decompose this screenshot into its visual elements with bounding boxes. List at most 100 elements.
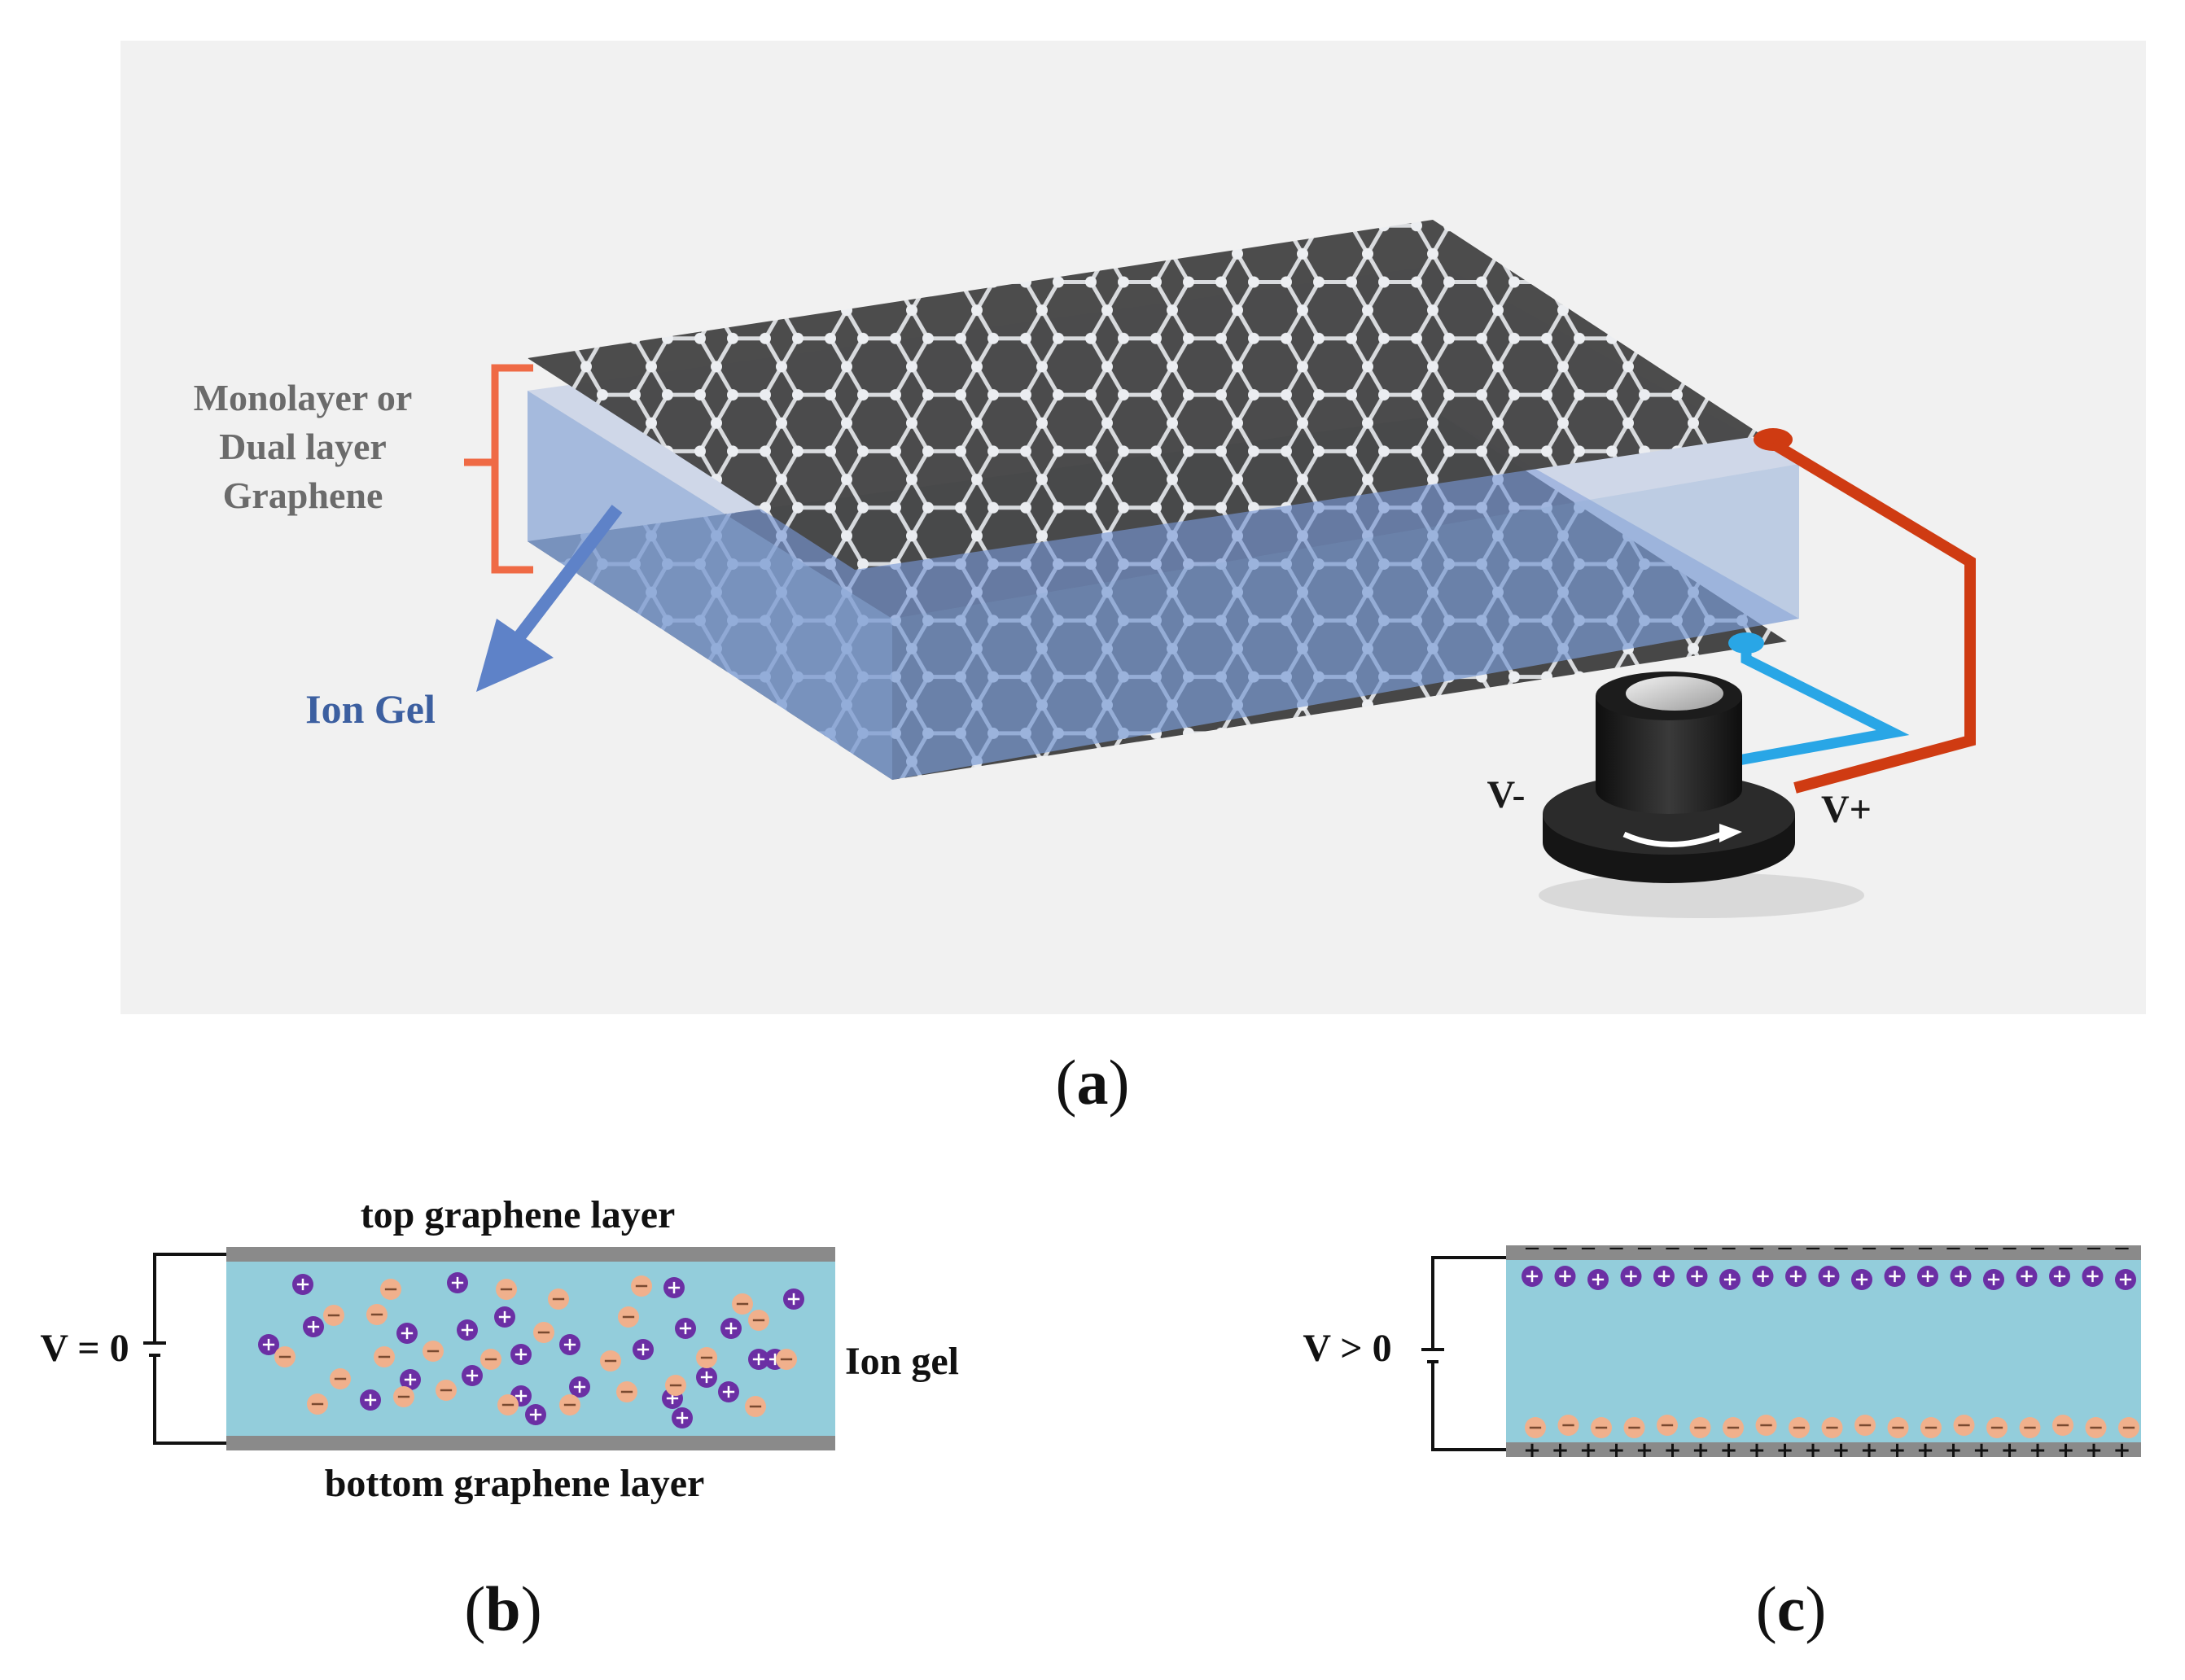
- anion-icon: [2085, 1417, 2107, 1438]
- battery-circuit-c: [1421, 1256, 1506, 1451]
- negative-charge-mark: −: [1776, 1236, 1794, 1261]
- positive-charge-mark: +: [1833, 1438, 1850, 1463]
- blue-wire: [1728, 632, 1910, 767]
- cation-icon: [1587, 1269, 1609, 1290]
- cation-icon: [1917, 1266, 1938, 1287]
- negative-charge-mark: −: [1692, 1236, 1710, 1261]
- anion-icon: [732, 1293, 753, 1315]
- anion-icon: [496, 1279, 517, 1300]
- graphene-label-line-2: Dual layer: [219, 426, 387, 467]
- caption-b-letter: b: [485, 1573, 521, 1644]
- anion-icon: [423, 1341, 444, 1362]
- anion-icon: [323, 1305, 344, 1326]
- caption-b: (b): [464, 1573, 542, 1644]
- voltage-label-b: V = 0: [40, 1327, 129, 1370]
- anion-icon: [1657, 1415, 1678, 1436]
- cation-icon: [494, 1306, 515, 1328]
- cation-icon: [559, 1334, 580, 1355]
- positive-charge-mark: +: [1664, 1438, 1682, 1463]
- cation-icon: [292, 1274, 313, 1295]
- negative-charge-mark: −: [1664, 1236, 1682, 1261]
- anion-icon: [748, 1310, 769, 1331]
- positive-charge-mark: +: [1579, 1438, 1597, 1463]
- anion-icon: [2118, 1417, 2139, 1438]
- negative-charge-mark: −: [1916, 1236, 1934, 1261]
- cation-icon: [1752, 1266, 1774, 1287]
- graphene-bracket: [464, 364, 533, 574]
- cation-icon: [400, 1369, 421, 1390]
- anion-icon: [559, 1394, 580, 1415]
- positive-charge-mark: +: [1635, 1438, 1653, 1463]
- positive-charge-mark: +: [1523, 1438, 1541, 1463]
- negative-charge-mark: −: [2113, 1236, 2131, 1261]
- top-graphene-layer-c: [1506, 1245, 2141, 1260]
- anion-icon: [366, 1304, 388, 1325]
- negative-charge-mark: −: [1608, 1236, 1626, 1261]
- panel-b: top graphene layer bottom graphene layer…: [40, 1193, 959, 1505]
- cation-icon: [1719, 1269, 1741, 1290]
- cation-icon: [462, 1365, 483, 1386]
- bottom-graphene-label: bottom graphene layer: [325, 1462, 705, 1505]
- caption-c-letter: c: [1776, 1573, 1806, 1644]
- cation-icon: [718, 1381, 739, 1402]
- voltage-label-c: V > 0: [1303, 1327, 1391, 1370]
- red-wire: [1754, 428, 1976, 794]
- top-surface-charges-c: −−−−−−−−−−−−−−−−−−−−−−: [1523, 1236, 2130, 1261]
- anion-icon: [1723, 1417, 1744, 1438]
- cation-icon: [1950, 1266, 1972, 1287]
- anion-icon: [380, 1279, 401, 1300]
- negative-charge-mark: −: [2029, 1236, 2047, 1261]
- cation-icon: [1686, 1266, 1708, 1287]
- cation-icon: [510, 1344, 532, 1365]
- anion-icon: [480, 1349, 501, 1370]
- ions-b: [258, 1272, 804, 1428]
- cation-icon: [525, 1404, 546, 1425]
- top-graphene-label: top graphene layer: [361, 1193, 676, 1236]
- anion-icon: [374, 1346, 395, 1367]
- cation-icon: [396, 1323, 418, 1344]
- voltage-knob: [1539, 672, 1864, 918]
- negative-charge-mark: −: [2057, 1236, 2075, 1261]
- negative-charge-mark: −: [2085, 1236, 2103, 1261]
- positive-charge-mark: +: [1889, 1438, 1907, 1463]
- top-graphene-layer-b: [226, 1247, 835, 1262]
- anion-icon: [1821, 1417, 1843, 1438]
- ion-gel-region-c: [1506, 1253, 2141, 1449]
- anion-icon: [1920, 1417, 1942, 1438]
- anion-icon: [307, 1393, 328, 1415]
- graphene-label-line-1: Monolayer or: [194, 377, 413, 418]
- positive-charge-mark: +: [2085, 1438, 2103, 1463]
- anion-icon: [1789, 1417, 1810, 1438]
- cation-icon: [2016, 1266, 2038, 1287]
- cation-icon: [447, 1272, 468, 1293]
- cation-icon: [1851, 1269, 1872, 1290]
- cation-icon: [1785, 1266, 1806, 1287]
- positive-charge-mark: +: [2057, 1438, 2075, 1463]
- anion-icon: [1755, 1415, 1777, 1436]
- anion-icon: [533, 1322, 554, 1343]
- cation-icon: [2115, 1269, 2136, 1290]
- cation-icon: [457, 1319, 478, 1341]
- panel-a-illustration: Monolayer or Dual layer Graphene Ion Gel…: [120, 41, 2146, 1014]
- cation-icon: [1653, 1266, 1675, 1287]
- graphene-label: Monolayer or Dual layer Graphene: [194, 377, 413, 516]
- positive-charge-mark: +: [1692, 1438, 1710, 1463]
- anion-icon: [618, 1306, 639, 1328]
- bottom-graphene-layer-c: [1506, 1442, 2141, 1457]
- battery-circuit-b: [143, 1253, 226, 1445]
- cation-icon: [675, 1318, 696, 1339]
- caption-a: (a): [1055, 1047, 1130, 1118]
- positive-charge-mark: +: [1916, 1438, 1934, 1463]
- positive-charge-mark: +: [1776, 1438, 1794, 1463]
- positive-charge-mark: +: [1860, 1438, 1878, 1463]
- cation-icon: [1884, 1266, 1906, 1287]
- negative-charge-mark: −: [1635, 1236, 1653, 1261]
- negative-charge-mark: −: [1720, 1236, 1738, 1261]
- negative-charge-mark: −: [1523, 1236, 1541, 1261]
- cation-icon: [720, 1318, 742, 1339]
- anion-icon: [2052, 1415, 2073, 1436]
- positive-charge-mark: +: [1945, 1438, 1963, 1463]
- panel-c: −−−−−−−−−−−−−−−−−−−−−− +++++++++++++++++…: [1303, 1236, 2141, 1463]
- anion-icon: [1887, 1417, 1909, 1438]
